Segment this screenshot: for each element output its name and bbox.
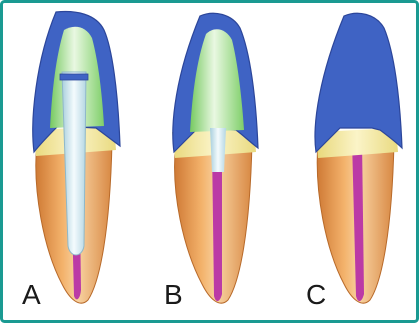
tooth-b-post [210,128,226,172]
panel-label-a: A [22,279,41,310]
panel-label-c: C [306,279,326,310]
tooth-a-post-band [60,74,88,80]
panel-label-b: B [164,279,183,310]
